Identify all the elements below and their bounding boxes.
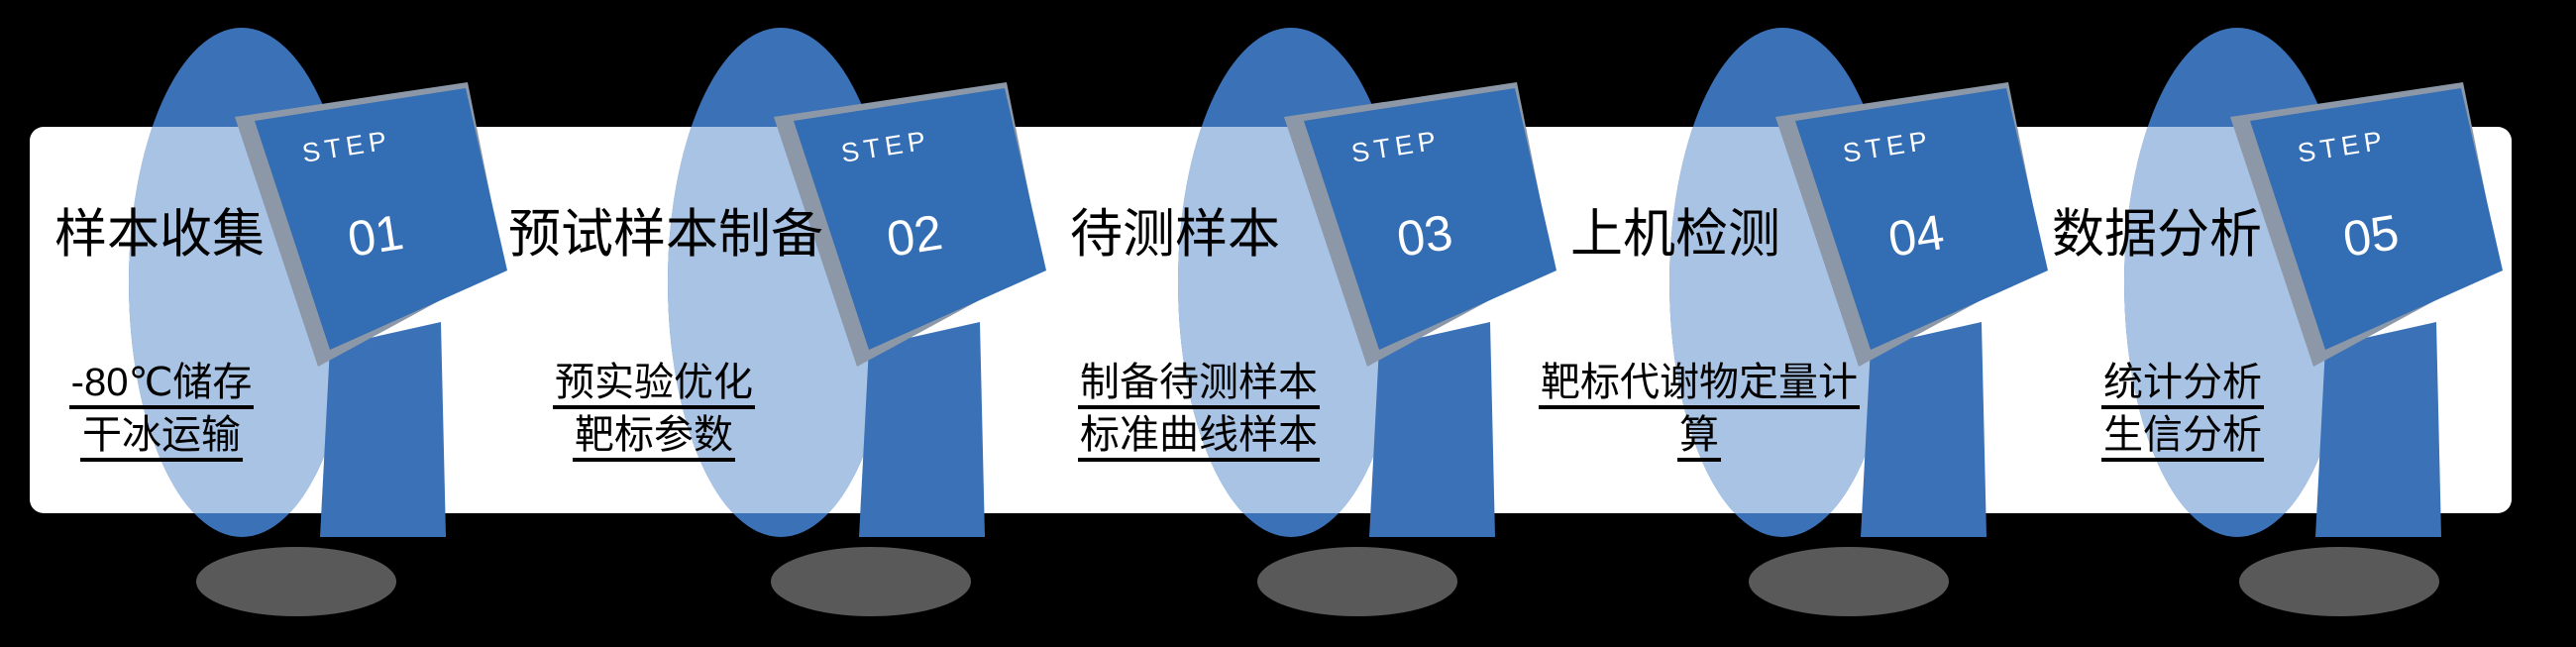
shadow-ellipse — [1257, 547, 1457, 616]
step-title: 数据分析 — [2052, 205, 2262, 264]
step-unit-3: STEP 03 — [1178, 28, 1556, 616]
step-title: 预试样本制备 — [508, 205, 823, 264]
step-flag — [2250, 88, 2503, 350]
step-description: -80℃储存 干冰运输 — [0, 357, 389, 462]
step-description: 预实验优化 靶标参数 — [426, 357, 882, 462]
shadow-ellipse — [196, 547, 396, 616]
step-number: 05 — [2339, 204, 2403, 268]
step-description-line: 预实验优化 — [426, 357, 882, 409]
step-number: 03 — [1393, 204, 1456, 268]
step-description-line: 制备待测样本 — [971, 357, 1427, 409]
step-title: 上机检测 — [1570, 205, 1780, 264]
step-description-line: 干冰运输 — [0, 409, 389, 462]
step-description-text: -80℃储存 — [68, 361, 255, 409]
flag-ribbon-tail — [1369, 322, 1495, 537]
step-number: 02 — [883, 204, 946, 268]
step-description-text: 制备待测样本 — [1078, 361, 1320, 409]
step-flag — [1304, 88, 1556, 350]
step-description: 统计分析 生信分析 — [1955, 357, 2411, 462]
step-unit-5: STEP 05 — [2124, 28, 2503, 616]
step-description-text: 靶标参数 — [573, 413, 735, 462]
step-description-text: 统计分析 — [2101, 361, 2264, 409]
flag-ribbon-tail — [1861, 322, 1986, 537]
step-description-text: 干冰运输 — [80, 413, 243, 462]
step-description-text: 预实验优化 — [553, 361, 755, 409]
step-description-line: 靶标代谢物定量计 — [1471, 357, 1927, 409]
shadow-ellipse — [771, 547, 971, 616]
step-flag — [255, 88, 507, 350]
step-number: 04 — [1884, 204, 1948, 268]
step-unit-4: STEP 04 — [1669, 28, 2048, 616]
step-description-text: 标准曲线样本 — [1078, 413, 1320, 462]
flag-ribbon-tail — [320, 322, 446, 537]
flag-ribbon-tail — [859, 322, 985, 537]
step-title: 待测样本 — [1070, 205, 1280, 264]
step-title: 样本收集 — [54, 205, 265, 264]
shadow-ellipse — [2239, 547, 2439, 616]
step-description: 靶标代谢物定量计 算 — [1471, 357, 1927, 462]
step-description-line: 算 — [1471, 409, 1927, 462]
step-description-text: 生信分析 — [2101, 413, 2264, 462]
step-number: 01 — [344, 204, 407, 268]
step-flag — [1795, 88, 2048, 350]
step-description-line: 统计分析 — [1955, 357, 2411, 409]
flag-ribbon-tail — [2315, 322, 2441, 537]
step-description-line: -80℃储存 — [0, 357, 389, 409]
step-unit-2: STEP 02 — [668, 28, 1046, 616]
step-description-text: 算 — [1677, 413, 1721, 462]
step-description-line: 生信分析 — [1955, 409, 2411, 462]
step-description: 制备待测样本 标准曲线样本 — [971, 357, 1427, 462]
step-description-text: 靶标代谢物定量计 — [1539, 361, 1860, 409]
step-flag — [794, 88, 1046, 350]
shadow-ellipse — [1749, 547, 1949, 616]
step-unit-1: STEP 01 — [129, 28, 507, 616]
step-description-line: 靶标参数 — [426, 409, 882, 462]
step-description-line: 标准曲线样本 — [971, 409, 1427, 462]
